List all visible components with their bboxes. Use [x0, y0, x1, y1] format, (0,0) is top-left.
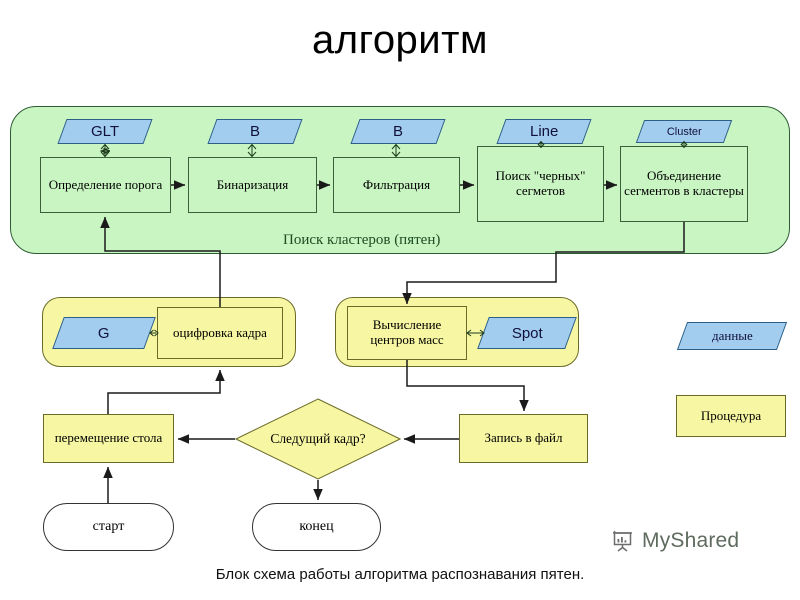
myshared-watermark-text: MyShared	[642, 529, 740, 552]
legend-procedure: Процедура	[676, 395, 786, 437]
decision-diamond-shape	[234, 398, 402, 480]
proc-centroid: Вычисление центров масс	[347, 306, 467, 360]
proc-merge-clusters-label: Объединение сегментов в кластеры	[624, 168, 744, 198]
terminator-end: конец	[252, 503, 381, 551]
legend-data: данные	[676, 322, 788, 350]
data-shape-filtration-label: B	[392, 123, 403, 140]
proc-black-segments: Поиск "черных" сегметов	[477, 146, 604, 222]
decision-next-frame: Следущий кадр?	[234, 398, 402, 480]
legend-data-label: данные	[711, 328, 753, 343]
legend-procedure-label: Процедура	[700, 407, 762, 423]
data-shape-cluster-label: Cluster	[666, 125, 702, 138]
arrow-table-move-to-digitize	[107, 369, 225, 414]
proc-binarization-label: Бинаризация	[216, 176, 289, 192]
data-shape-binarization: B	[207, 119, 303, 144]
data-shape-g-label: G	[98, 324, 110, 342]
proc-write-file: Запись в файл	[459, 414, 588, 463]
data-shape-g: G	[52, 317, 156, 349]
proc-merge-clusters: Объединение сегментов в кластеры	[620, 146, 748, 222]
myshared-watermark: MyShared	[610, 528, 739, 554]
proc-binarization: Бинаризация	[188, 157, 317, 213]
legend-data-shape: данные	[676, 322, 788, 350]
data-shape-glt-label: GLT	[90, 123, 120, 140]
proc-digitize-frame-label: оцифровка кадра	[173, 324, 267, 340]
data-shape-spot-label: Spot	[511, 324, 543, 342]
page-title: алгоритм	[312, 18, 488, 62]
data-shape-glt: GLT	[57, 119, 153, 144]
proc-black-segments-label: Поиск "черных" сегметов	[495, 168, 586, 198]
data-shape-spot: Spot	[477, 317, 577, 349]
data-shape-cluster: Cluster	[635, 120, 733, 143]
terminator-start: старт	[43, 503, 174, 551]
data-shape-filtration: B	[350, 119, 446, 144]
data-shape-binarization-label: B	[249, 123, 260, 140]
presentation-chart-icon	[613, 531, 632, 552]
proc-threshold-label: Определение порога	[48, 176, 163, 192]
terminator-end-label: конец	[299, 519, 334, 534]
cluster-search-group-label: Поиск кластеров (пятен)	[283, 232, 441, 248]
proc-write-file-label: Запись в файл	[484, 430, 563, 446]
proc-centroid-label: Вычисление центров масс	[370, 317, 444, 347]
data-shape-line-label: Line	[529, 123, 559, 140]
proc-filtration: Фильтрация	[333, 157, 460, 213]
proc-table-move: перемещение стола	[43, 414, 174, 463]
proc-threshold: Определение порога	[40, 157, 171, 213]
figure-caption: Блок схема работы алгоритма распознавани…	[215, 566, 585, 583]
proc-filtration-label: Фильтрация	[362, 176, 431, 192]
proc-table-move-label: перемещение стола	[54, 430, 163, 446]
proc-digitize-frame: оцифровка кадра	[157, 307, 283, 359]
arrow-centroid-to-write-file	[406, 360, 529, 412]
data-shape-line: Line	[496, 119, 592, 144]
terminator-start-label: старт	[92, 519, 125, 534]
